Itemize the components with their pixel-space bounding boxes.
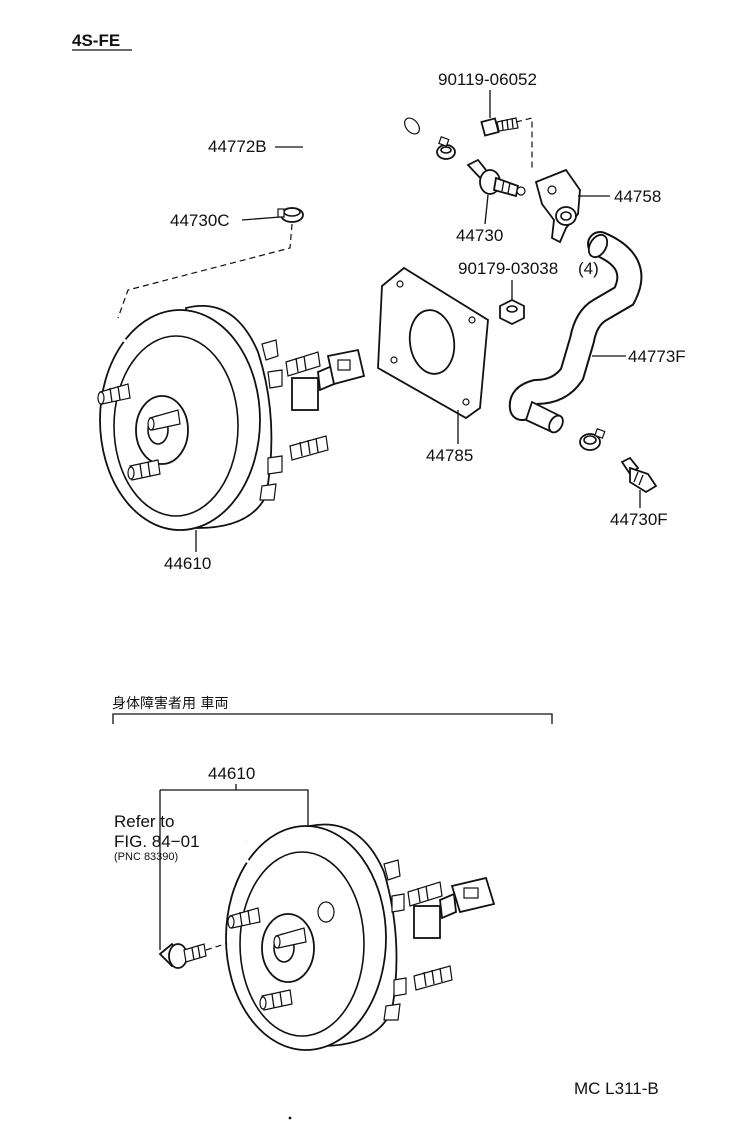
label-90119-06052: 90119-06052: [438, 70, 537, 89]
label-44785: 44785: [426, 446, 473, 465]
footer-code: MC L311-B: [574, 1079, 659, 1098]
vacuum-switch: [158, 942, 207, 969]
label-90179-03038: 90179-03038: [458, 259, 558, 278]
label-44730c: 44730C: [170, 211, 230, 230]
booster-44610-variant: [225, 823, 496, 1051]
bracket-44758: [534, 168, 581, 244]
hose-44773f: [508, 231, 643, 434]
engine-label: 4S-FE: [72, 31, 120, 50]
check-valve-44730: [466, 158, 526, 198]
refer-line3: (PNC 83390): [114, 851, 178, 863]
label-44773f: 44773F: [628, 347, 686, 366]
clamp-44730c: [277, 207, 304, 223]
label-44610-top: 44610: [164, 554, 211, 573]
footer-dot: [288, 1116, 292, 1120]
bolt-90119-06052: [480, 117, 519, 137]
label-44730: 44730: [456, 226, 503, 245]
label-44758: 44758: [614, 187, 661, 206]
fitting-44730f: [620, 456, 658, 494]
clamp-lower: [579, 428, 606, 451]
variant-section-title: 身体障害者用 車両: [112, 695, 228, 712]
variant-bracket: [112, 713, 553, 724]
nut-90179-03038: [499, 298, 525, 326]
gasket-44785: [377, 266, 489, 420]
hose-44772b: [286, 99, 420, 199]
label-44772b: 44772B: [208, 137, 267, 156]
refer-line1: Refer to: [114, 812, 174, 831]
refer-line2: FIG. 84−01: [114, 832, 200, 851]
clamp-valve: [436, 136, 456, 160]
label-44610-variant: 44610: [208, 764, 255, 783]
label-nut-qty: (4): [578, 259, 599, 278]
booster-44610: [97, 304, 366, 531]
label-44730f: 44730F: [610, 510, 668, 529]
